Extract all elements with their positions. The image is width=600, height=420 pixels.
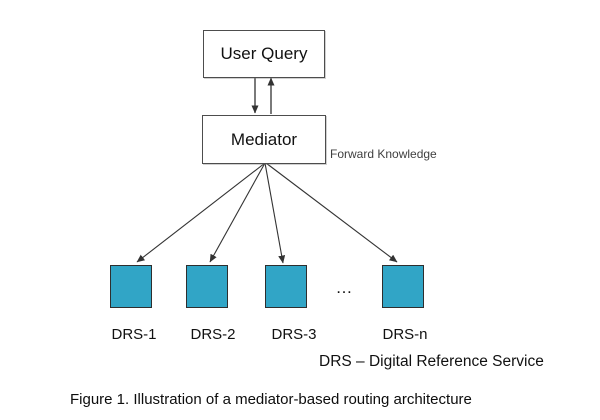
drs-legend: DRS – Digital Reference Service — [319, 353, 544, 370]
edge-mediator-to-drs-n — [265, 162, 398, 263]
figure-caption: Figure 1. Illustration of a mediator-bas… — [70, 391, 472, 408]
user-query-label: User Query — [220, 44, 308, 63]
drs-node-square — [382, 265, 424, 308]
edge-mediator-to-drs-1 — [136, 162, 266, 263]
drs-node-square — [186, 265, 228, 308]
drs-node-square — [110, 265, 152, 308]
drs-node-label: DRS-1 — [111, 326, 157, 343]
edge-mediator-to-drs-3 — [264, 162, 286, 264]
drs-ellipsis: … — [335, 278, 355, 297]
mediator-node: Mediator — [202, 115, 326, 164]
drs-node-label: DRS-2 — [190, 326, 236, 343]
drs-node-label: DRS-n — [382, 326, 428, 343]
mediator-label: Mediator — [230, 129, 298, 149]
drs-node-square — [265, 265, 307, 308]
user-query-node: User Query — [203, 30, 325, 78]
forward-knowledge-annotation: Forward Knowledge — [330, 147, 437, 161]
edge-mediator-to-drs-2 — [209, 162, 266, 263]
drs-node-label: DRS-3 — [271, 326, 317, 343]
